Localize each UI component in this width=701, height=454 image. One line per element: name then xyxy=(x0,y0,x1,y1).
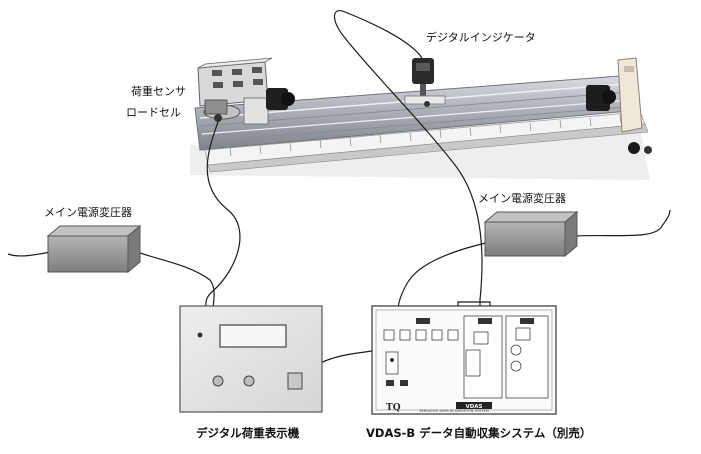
knob-right xyxy=(243,375,255,387)
power-led xyxy=(197,332,203,338)
vdas-caption: VDAS-B データ自動収集システム（別売） xyxy=(366,426,592,440)
output-port xyxy=(287,372,303,390)
load-cell-label: ロードセル xyxy=(126,106,181,119)
cables xyxy=(7,10,671,381)
knob-left xyxy=(212,375,224,387)
vdas-footer-text: VERSATILE DATA ACQUISITION SYSTEM xyxy=(419,409,489,413)
beam-apparatus xyxy=(190,75,650,180)
indicator-label: デジタルインジケータ xyxy=(426,31,536,44)
tq-logo: TQ xyxy=(386,403,401,413)
vdas-unit: VDAS VERSATILE DATA ACQUISITION SYSTEM T… xyxy=(371,305,557,415)
load-cell-assembly xyxy=(197,57,295,125)
load-sensor-label: 荷重センサ xyxy=(131,85,186,98)
digital-load-display-unit xyxy=(179,305,323,413)
transformer-left-label: メイン電源変圧器 xyxy=(44,206,132,219)
lcd-display xyxy=(219,324,287,348)
vdas-brand-text: VDAS xyxy=(465,404,482,410)
transformer-right-label: メイン電源変圧器 xyxy=(478,192,566,205)
right-support xyxy=(586,57,652,154)
transformer-left xyxy=(46,224,142,274)
transformer-right xyxy=(483,210,579,258)
display-unit-caption: デジタル荷重表示機 xyxy=(196,426,300,440)
digital-indicator xyxy=(404,58,446,107)
